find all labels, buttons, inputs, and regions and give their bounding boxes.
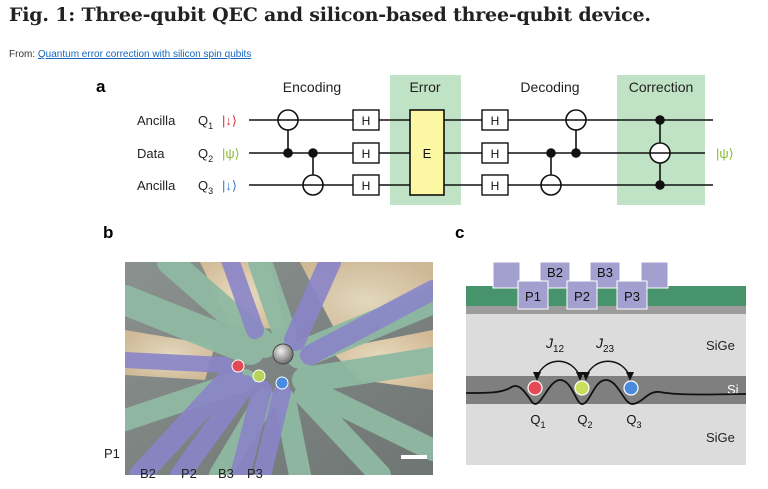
- row1-state: |↓⟩: [222, 113, 237, 128]
- row1-qubit: Q1: [198, 113, 213, 131]
- oxide-layer: [466, 286, 746, 306]
- qubit-q1: [527, 380, 543, 396]
- hadamard-gate: H: [481, 142, 509, 164]
- gate-label-b2: B2: [140, 466, 156, 481]
- layer-label-sige-bottom: SiGe: [706, 430, 735, 445]
- stage-error: Error: [409, 79, 440, 95]
- svg-text:H: H: [491, 179, 500, 193]
- hadamard-gate: H: [352, 109, 380, 131]
- panel-label-b: b: [103, 223, 113, 242]
- error-gate: E: [409, 109, 445, 196]
- svg-text:H: H: [362, 114, 371, 128]
- cnot-control-3: [546, 148, 556, 158]
- article-link[interactable]: Quantum error correction with silicon sp…: [37, 49, 252, 60]
- gate-p2: [566, 280, 598, 310]
- coupling-arrow-23: [585, 360, 631, 378]
- qubit-label-q2: Q2: [577, 412, 592, 430]
- svg-text:H: H: [491, 114, 500, 128]
- stage-correction: Correction: [629, 79, 694, 95]
- svg-text:H: H: [362, 179, 371, 193]
- gate-label-p2: P2: [574, 289, 590, 304]
- cap-layer: [466, 306, 746, 314]
- coupling-arrow-12: [536, 360, 581, 378]
- svg-text:H: H: [491, 147, 500, 161]
- qubit-dot-q1: [231, 359, 245, 373]
- gate-p1: [517, 280, 549, 310]
- stage-decoding: Decoding: [520, 79, 579, 95]
- stage-encoding: Encoding: [283, 79, 341, 95]
- cnot-control-1: [283, 148, 293, 158]
- scale-bar: [401, 455, 427, 459]
- row2-role: Data: [137, 146, 165, 161]
- qubit-dot-q3: [275, 376, 289, 390]
- hadamard-gate: H: [352, 142, 380, 164]
- qubit-q3: [623, 380, 639, 396]
- output-state: |ψ⟩: [716, 146, 734, 161]
- coupling-j23: J23: [595, 335, 615, 355]
- gate-label-p1: P1: [104, 446, 120, 461]
- svg-text:E: E: [423, 146, 432, 161]
- layer-label-sige-top: SiGe: [706, 338, 735, 353]
- svg-text:H: H: [362, 147, 371, 161]
- device-cross-section: B2 B3 P1 P2 P3 SiGe Si SiGe J12 J23: [465, 261, 747, 465]
- gate-label-p3: P3: [247, 466, 263, 481]
- qubit-label-q3: Q3: [626, 412, 641, 430]
- coupling-j12: J12: [545, 335, 565, 355]
- gate-p3: [616, 280, 648, 310]
- gate-label-p1: P1: [525, 289, 541, 304]
- sem-micrograph: [125, 262, 433, 475]
- panel-label-a: a: [96, 77, 106, 96]
- qubit-dot-q2: [252, 369, 266, 383]
- row3-role: Ancilla: [137, 178, 176, 193]
- toffoli-gate: [649, 115, 671, 190]
- row1-role: Ancilla: [137, 113, 176, 128]
- qubit-label-q1: Q1: [530, 412, 545, 430]
- hadamard-gate: H: [352, 174, 380, 196]
- gate-label-b3: B3: [597, 265, 613, 280]
- figure-title: Fig. 1: Three-qubit QEC and silicon-base…: [9, 4, 651, 26]
- hadamard-gate: H: [481, 174, 509, 196]
- qubit-q2: [574, 380, 590, 396]
- row3-qubit: Q3: [198, 178, 213, 196]
- gate-label-b2: B2: [547, 265, 563, 280]
- hadamard-gate: H: [481, 109, 509, 131]
- sensor-dot: [272, 343, 294, 365]
- panel-label-c: c: [455, 223, 464, 242]
- gate-label-p2: P2: [181, 466, 197, 481]
- gate-label-b3: B3: [218, 466, 234, 481]
- figure-source: From: Quantum error correction with sili…: [9, 49, 251, 60]
- row2-state: |ψ⟩: [222, 146, 240, 161]
- gate-label-p3: P3: [624, 289, 640, 304]
- row3-state: |↓⟩: [222, 178, 237, 193]
- potential-curve: [465, 379, 747, 405]
- cnot-control-2: [308, 148, 318, 158]
- cnot-control-4: [571, 148, 581, 158]
- layer-label-si: Si: [727, 382, 739, 397]
- row2-qubit: Q2: [198, 146, 213, 164]
- sige-bottom-layer: [466, 404, 746, 465]
- gate-b1: [492, 261, 521, 289]
- sige-top-layer: [466, 314, 746, 376]
- from-label: From:: [9, 49, 36, 60]
